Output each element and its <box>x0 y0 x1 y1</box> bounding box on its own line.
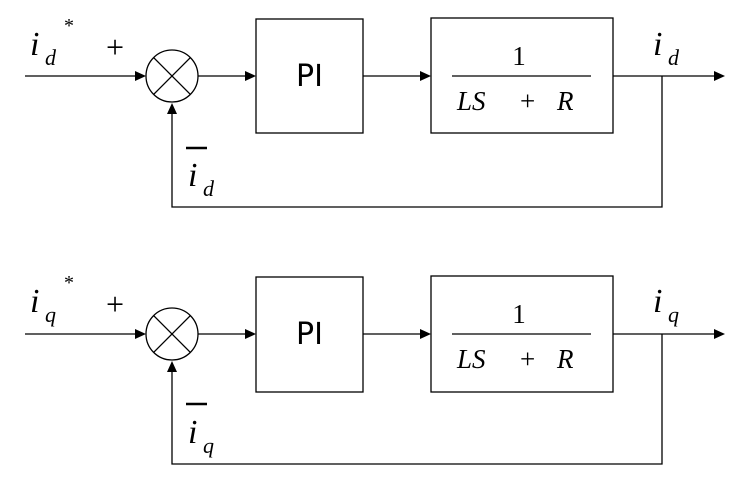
q-output-subscript: q <box>668 302 679 327</box>
q-summing-junction <box>145 307 199 361</box>
q-plus-sign: + <box>106 286 124 322</box>
d-summing-junction <box>145 49 199 103</box>
q-plant-numerator: 1 <box>512 299 526 329</box>
q-feedback-arrowhead <box>167 361 177 372</box>
d-plant-den-operator: + <box>520 86 535 116</box>
q-output-arrowhead <box>714 329 725 339</box>
d-axis-loop: i d * + PI 1 LS + R i d <box>25 15 725 208</box>
q-reference-arrowhead <box>135 329 146 339</box>
q-feedback-symbol: i <box>188 414 197 451</box>
d-error-arrowhead <box>245 71 256 81</box>
d-control-arrowhead <box>420 71 431 81</box>
d-reference-subscript: d <box>45 45 57 70</box>
d-reference-symbol: i <box>30 26 39 63</box>
q-pi-controller-block <box>255 276 364 393</box>
d-output-arrowhead <box>714 71 725 81</box>
q-control-arrowhead <box>420 329 431 339</box>
q-plant-den-operator: + <box>520 344 535 374</box>
q-output-symbol: i <box>653 283 662 320</box>
q-reference-symbol: i <box>30 283 39 320</box>
d-feedback-wire <box>171 76 663 208</box>
q-reference-subscript: q <box>45 302 56 327</box>
q-plant-den-term1: LS <box>456 344 486 374</box>
d-output-symbol: i <box>653 26 662 63</box>
d-reference-superscript: * <box>64 15 74 37</box>
d-pi-controller-block <box>255 18 364 134</box>
q-feedback-subscript: q <box>203 433 214 458</box>
d-plant-den-term2: R <box>556 86 574 116</box>
d-output-subscript: d <box>668 45 680 70</box>
q-pi-label: PI <box>296 317 323 352</box>
d-feedback-symbol: i <box>188 157 197 194</box>
d-feedback-subscript: d <box>203 176 215 201</box>
d-pi-label: PI <box>296 59 323 94</box>
q-error-arrowhead <box>245 329 256 339</box>
q-plant-den-term2: R <box>556 344 574 374</box>
d-feedback-arrowhead <box>167 103 177 114</box>
d-reference-arrowhead <box>135 71 146 81</box>
q-feedback-wire <box>171 334 663 465</box>
q-axis-loop: i q * + PI 1 LS + R i q i q <box>25 272 725 465</box>
d-plant-numerator: 1 <box>512 41 526 71</box>
d-plant-den-term1: LS <box>456 86 486 116</box>
d-plus-sign: + <box>106 29 124 65</box>
q-reference-superscript: * <box>64 272 74 294</box>
